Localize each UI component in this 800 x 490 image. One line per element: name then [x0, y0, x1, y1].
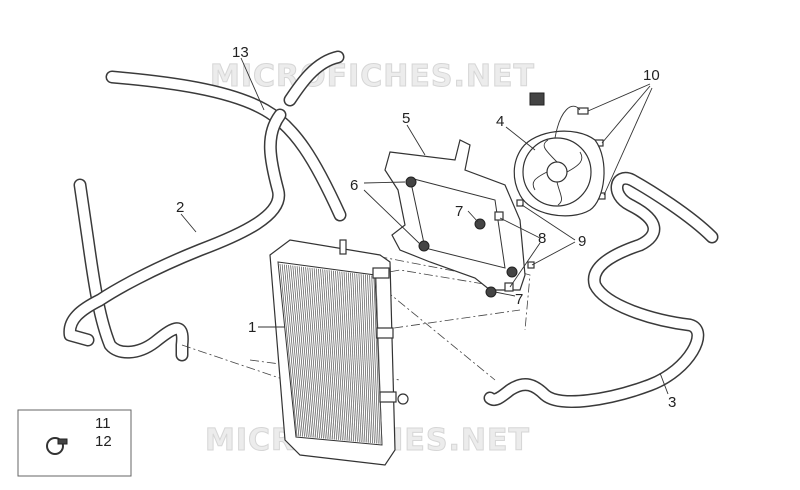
callout-7a: 7: [455, 203, 463, 220]
radiator-fin: [290, 265, 307, 437]
radiator-fin: [298, 266, 315, 438]
callout-10: 10: [643, 67, 660, 84]
radiator-fin: [311, 267, 326, 439]
radiator-fin: [283, 264, 302, 437]
leader-lines: [180, 57, 669, 395]
radiator-fin: [352, 273, 362, 443]
fan-bracket: [384, 139, 526, 291]
inset-label-12: 12: [95, 433, 112, 450]
radiator-fin: [335, 270, 347, 441]
hose-13: [105, 50, 347, 222]
radiator-fin: [309, 267, 324, 439]
hose-2: [63, 108, 287, 362]
radiator-fin: [288, 265, 305, 437]
radiator-fin: [279, 263, 298, 437]
cooling-fan: [513, 92, 605, 217]
radiator-fin: [371, 275, 379, 444]
hose-clamp-icon: [46, 437, 68, 455]
callout-4: 4: [496, 113, 504, 130]
radiator-fin: [354, 273, 364, 443]
watermark-top: MICROFICHES.NET: [210, 59, 535, 94]
radiator-fin: [360, 274, 370, 443]
radiator-fin: [294, 265, 311, 438]
radiator-fin: [367, 274, 375, 444]
radiator-fin: [358, 273, 368, 443]
radiator-fin: [313, 268, 328, 439]
callout-1: 1: [248, 319, 256, 336]
radiator-fin: [305, 267, 321, 439]
radiator-fin: [375, 275, 383, 445]
radiator-fin: [373, 275, 381, 444]
radiator-fin: [286, 264, 304, 437]
radiator-fin: [345, 272, 356, 442]
callout-2: 2: [176, 199, 184, 216]
radiator-fin: [347, 272, 358, 442]
radiator-fin: [296, 266, 313, 438]
inset-label-11: 11: [95, 415, 111, 432]
radiator-fins: [279, 263, 383, 445]
radiator-fin: [300, 266, 317, 438]
radiator-fin: [339, 271, 351, 441]
radiator-fin: [341, 271, 353, 442]
callout-6: 6: [350, 177, 358, 194]
callout-7b: 7: [515, 291, 523, 308]
inset-box: 11 12: [17, 409, 132, 477]
hose-3: [483, 171, 719, 409]
radiator-fin: [330, 270, 343, 441]
radiator: [269, 239, 409, 466]
callouts: 1 2 3 4 5 6 7 7 8 9 10 13: [176, 44, 676, 411]
callout-9: 9: [578, 233, 586, 250]
callout-13: 13: [232, 44, 249, 61]
callout-8: 8: [538, 230, 546, 247]
radiator-fin: [364, 274, 373, 444]
radiator-fin: [303, 266, 319, 438]
radiator-fin: [369, 275, 377, 444]
radiator-fin: [362, 274, 372, 443]
radiator-fin: [337, 271, 349, 441]
radiator-fin: [328, 270, 341, 441]
radiator-fin: [281, 264, 300, 437]
radiator-fin: [292, 265, 309, 438]
radiator-fin: [343, 271, 355, 442]
rubber-bushings: [474, 211, 514, 298]
radiator-fin: [350, 272, 360, 442]
callout-5: 5: [402, 110, 410, 127]
radiator-fin: [322, 269, 336, 440]
radiator-fin: [320, 269, 334, 440]
radiator-fin: [307, 267, 322, 439]
radiator-fin: [326, 269, 339, 440]
radiator-fin: [356, 273, 366, 443]
callout-3: 3: [668, 394, 676, 411]
radiator-fin: [324, 269, 338, 440]
radiator-fin: [332, 270, 345, 441]
radiator-fin: [318, 268, 332, 440]
radiator-fin: [315, 268, 330, 440]
